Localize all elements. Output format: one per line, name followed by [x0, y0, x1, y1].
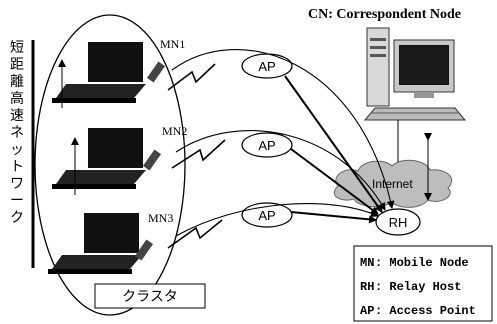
vlabel-char: ー [10, 192, 24, 208]
rh-label: RH [389, 215, 408, 230]
vlabel-char: ッ [10, 141, 24, 157]
vertical-network-label: 短 距 離 高 速 ネ ッ ト ワ ー ク [10, 39, 24, 225]
legend-text: : Mobile Node [375, 256, 469, 270]
vlabel-char: ネ [10, 124, 24, 140]
phone-mn1 [147, 62, 165, 83]
cn-title: CN: Correspondent Node [308, 7, 461, 22]
legend-row-rh: RH : Relay Host [360, 280, 461, 294]
vlabel-char: 短 [10, 39, 24, 55]
vlabel-char: 離 [10, 73, 24, 89]
vlabel-char: ト [10, 158, 24, 174]
laptop-mn2 [52, 128, 146, 189]
mn3-label: MN3 [148, 211, 173, 225]
vlabel-char: ワ [10, 175, 24, 191]
vlabel-char: ク [10, 209, 24, 225]
phone-mn2 [143, 150, 161, 171]
mn1-label: MN1 [160, 37, 185, 51]
mn2-label: MN2 [162, 124, 187, 138]
ap3-rh-arrow [291, 212, 376, 220]
ap-1-label: AP [258, 59, 275, 74]
legend-text: : Relay Host [375, 280, 461, 294]
legend-abbr: AP [360, 304, 374, 318]
wireless-link-2 [172, 140, 225, 168]
legend-text: : Access Point [375, 304, 476, 318]
ap-3-label: AP [258, 208, 275, 223]
laptop-mn1 [52, 42, 146, 103]
vlabel-char: 高 [10, 90, 24, 106]
legend-abbr: MN [360, 256, 374, 270]
vlabel-char: 距 [10, 56, 24, 72]
vlabel-char: 速 [10, 107, 24, 123]
legend-abbr: RH [360, 280, 374, 294]
legend-row-ap: AP : Access Point [360, 304, 476, 318]
laptop-mn3 [48, 213, 142, 274]
internet-label: Internet [372, 177, 413, 191]
cn-computer [365, 28, 465, 120]
legend-row-mn: MN : Mobile Node [360, 256, 469, 270]
cluster-label: クラスタ [122, 288, 178, 304]
ap-2-label: AP [258, 138, 275, 153]
